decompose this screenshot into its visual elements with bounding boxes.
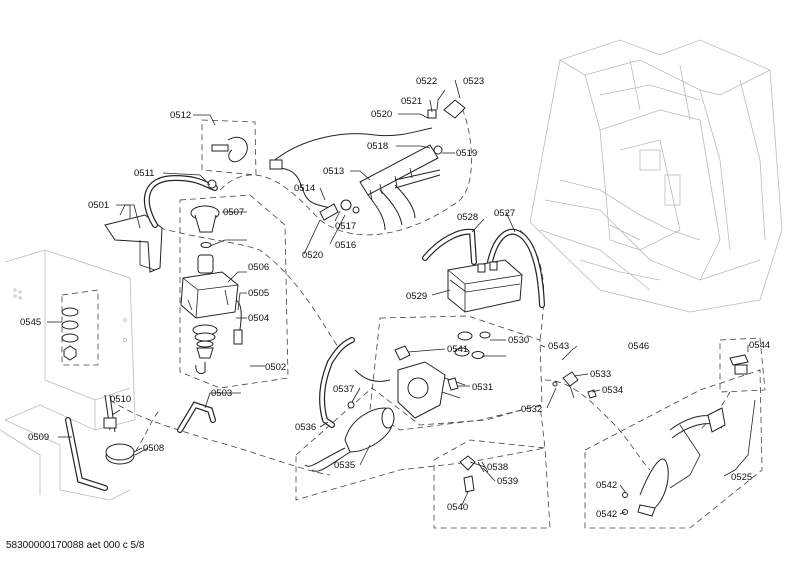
label-0503: 0503 — [211, 388, 232, 399]
label-0511: 0511 — [134, 168, 154, 179]
label-0516: 0516 — [335, 240, 356, 251]
label-0520-top: 0520 — [371, 109, 392, 120]
part-0535-0537-milk-pipe — [304, 337, 395, 472]
label-0510: 0510 — [110, 394, 131, 405]
label-0509: 0509 — [28, 432, 49, 443]
label-0518: 0518 — [367, 141, 388, 152]
part-0513-0523-valve-block — [269, 99, 466, 231]
label-0534: 0534 — [602, 385, 623, 396]
label-0512: 0512 — [170, 110, 191, 121]
machine-housing-outline — [529, 39, 783, 313]
label-0502: 0502 — [265, 362, 286, 373]
pump-assembly — [180, 205, 243, 375]
label-0541: 0541 — [447, 344, 468, 355]
label-0538: 0538 — [487, 462, 508, 473]
label-0542-top: 0542 — [596, 480, 617, 491]
part-0503-hose — [177, 401, 216, 433]
label-0523: 0523 — [463, 76, 484, 87]
label-0519: 0519 — [456, 148, 477, 159]
label-0533: 0533 — [590, 369, 611, 380]
label-0522: 0522 — [416, 76, 437, 87]
label-0543: 0543 — [548, 341, 569, 352]
label-0517: 0517 — [335, 221, 356, 232]
label-0506: 0506 — [248, 262, 269, 273]
label-0529: 0529 — [406, 291, 427, 302]
part-0538-0540-valve — [459, 455, 489, 493]
label-0504: 0504 — [248, 313, 269, 324]
label-0531: 0531 — [472, 382, 493, 393]
label-0507: 0507 — [223, 207, 244, 218]
part-0530-0541-valve-group — [354, 331, 491, 419]
label-0532: 0532 — [521, 404, 542, 415]
label-0501: 0501 — [88, 200, 109, 211]
part-0509-0510-0508 — [65, 394, 149, 491]
part-0525-0544-spout — [622, 354, 749, 517]
part-0545-fasteners — [61, 307, 79, 361]
label-0546: 0546 — [628, 341, 649, 352]
drawing-number-footer: 58300000170088 aet 000 c 5/8 — [6, 540, 145, 551]
label-0539: 0539 — [497, 476, 518, 487]
label-0545: 0545 — [20, 317, 41, 328]
label-0542-bottom: 0542 — [596, 509, 617, 520]
label-0505: 0505 — [248, 288, 269, 299]
label-0521: 0521 — [401, 96, 422, 107]
label-0537: 0537 — [333, 384, 354, 395]
label-0540: 0540 — [447, 502, 468, 513]
label-0530: 0530 — [508, 335, 529, 346]
label-0520-bottom: 0520 — [302, 250, 323, 261]
part-0512-clamp — [207, 137, 248, 189]
label-0544: 0544 — [749, 340, 770, 351]
part-0511-hose — [143, 174, 218, 228]
label-0514: 0514 — [294, 183, 315, 194]
label-0535: 0535 — [334, 460, 355, 471]
label-0513: 0513 — [323, 166, 344, 177]
part-0527-0529-tank — [422, 228, 545, 313]
label-0536: 0536 — [295, 422, 316, 433]
leader-lines — [47, 79, 756, 515]
part-0501-bracket — [104, 204, 163, 273]
callout-labels: 0501 0502 0503 0504 0505 0506 0507 0508 … — [20, 76, 770, 520]
label-0527: 0527 — [494, 208, 515, 219]
label-0525: 0525 — [731, 472, 752, 483]
left-housing-outline — [0, 249, 136, 501]
label-0508: 0508 — [143, 443, 164, 454]
label-0528: 0528 — [457, 212, 478, 223]
part-0532-0534-connector — [552, 371, 597, 399]
